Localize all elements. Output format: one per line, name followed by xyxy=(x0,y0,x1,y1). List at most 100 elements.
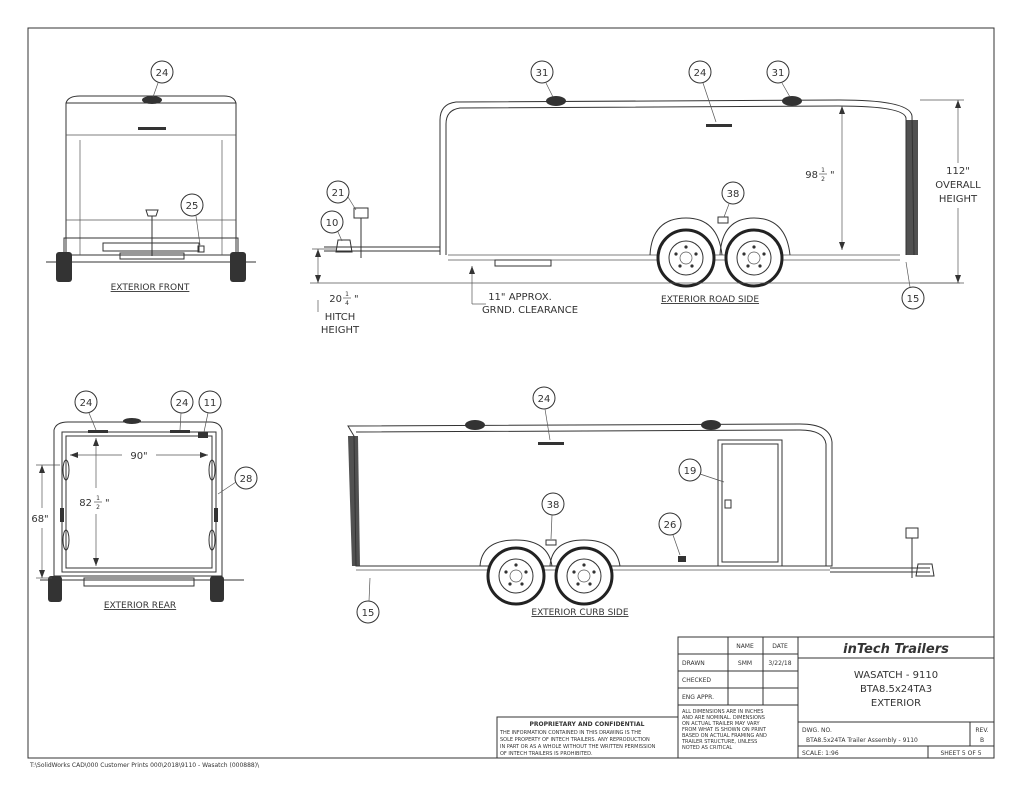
svg-text:31: 31 xyxy=(772,68,785,79)
callout-rear-11: 11 xyxy=(198,390,222,414)
company-name: inTech Trailers xyxy=(843,642,949,657)
svg-text:68": 68" xyxy=(31,514,48,525)
callout-road-31a: 31 xyxy=(530,60,554,84)
exterior-rear-view: EXTERIOR REAR xyxy=(40,418,244,611)
svg-text:28: 28 xyxy=(240,474,253,485)
svg-text:82: 82 xyxy=(79,498,92,509)
svg-text:19: 19 xyxy=(684,466,697,477)
svg-text:15: 15 xyxy=(907,294,920,305)
svg-text:ON ACTUAL TRAILER MAY VARY: ON ACTUAL TRAILER MAY VARY xyxy=(682,721,760,727)
callout-road-21: 21 xyxy=(326,180,350,204)
road-wheel-1 xyxy=(649,217,723,288)
svg-text:CHECKED: CHECKED xyxy=(682,677,711,684)
svg-text:15: 15 xyxy=(362,608,375,619)
svg-text:3/22/18: 3/22/18 xyxy=(768,660,791,667)
svg-text:PROPRIETARY AND CONFIDENTIAL: PROPRIETARY AND CONFIDENTIAL xyxy=(530,721,645,728)
file-path: T:\SolidWorks CAD\000 Customer Prints 00… xyxy=(29,762,260,769)
svg-text:GRND. CLEARANCE: GRND. CLEARANCE xyxy=(482,305,578,316)
svg-text:HEIGHT: HEIGHT xyxy=(939,194,978,205)
svg-text:21: 21 xyxy=(332,188,345,199)
svg-text:THE INFORMATION CONTAINED IN T: THE INFORMATION CONTAINED IN THIS DRAWIN… xyxy=(499,730,641,736)
svg-text:": " xyxy=(105,498,110,509)
svg-text:SCALE: 1:96: SCALE: 1:96 xyxy=(802,750,839,757)
callout-curb-15: 15 xyxy=(356,600,380,624)
exterior-curb-side-view: EXTERIOR CURB SIDE xyxy=(347,420,935,618)
drawing-title-1: WASATCH - 9110 xyxy=(854,670,938,681)
road-wheel-2 xyxy=(719,217,791,288)
svg-text:": " xyxy=(354,294,359,305)
callout-rear-28: 28 xyxy=(234,466,258,490)
svg-text:31: 31 xyxy=(536,68,549,79)
svg-text:10: 10 xyxy=(326,218,339,229)
dim-rear-width: 90" xyxy=(70,451,208,462)
svg-text:38: 38 xyxy=(727,189,740,200)
drawing-number: BTA8.5x24TA Trailer Assembly - 9110 xyxy=(806,737,918,744)
svg-text:25: 25 xyxy=(186,201,199,212)
svg-text:11: 11 xyxy=(204,398,217,409)
drawing-title-2: BTA8.5x24TA3 xyxy=(860,684,932,695)
callout-curb-38: 38 xyxy=(541,492,565,516)
svg-text:HEIGHT: HEIGHT xyxy=(321,325,360,336)
svg-text:ENG APPR.: ENG APPR. xyxy=(682,694,714,701)
callout-front-25: 25 xyxy=(180,193,204,217)
curb-wheel-1 xyxy=(479,539,553,606)
curb-wheel-2 xyxy=(549,539,621,606)
callout-road-31b: 31 xyxy=(766,60,790,84)
dim-road-height: 98 1 2 " xyxy=(805,106,845,250)
svg-text:SHEET 5 OF 5: SHEET 5 OF 5 xyxy=(940,750,981,757)
callout-rear-24a: 24 xyxy=(74,390,98,414)
callout-curb-19: 19 xyxy=(678,458,702,482)
svg-text:IN PART OR AS A WHOLE WITHOUT: IN PART OR AS A WHOLE WITHOUT THE WRITTE… xyxy=(500,744,656,750)
callout-road-38: 38 xyxy=(721,181,745,205)
svg-text:24: 24 xyxy=(80,398,93,409)
drawing-title-3: EXTERIOR xyxy=(871,698,921,709)
svg-text:B: B xyxy=(980,737,984,744)
view-label-rear: EXTERIOR REAR xyxy=(104,601,176,611)
callout-road-15: 15 xyxy=(901,286,925,310)
svg-text:DATE: DATE xyxy=(772,643,788,650)
svg-text:DRAWN: DRAWN xyxy=(682,660,705,667)
dim-overall-height: 112" OVERALL HEIGHT xyxy=(920,99,981,284)
svg-text:1: 1 xyxy=(821,167,825,174)
svg-text:4: 4 xyxy=(345,300,349,307)
svg-text:20: 20 xyxy=(329,294,342,305)
svg-text:1: 1 xyxy=(96,495,100,502)
callout-rear-24b: 24 xyxy=(170,390,194,414)
exterior-front-view: EXTERIOR FRONT xyxy=(46,95,256,293)
svg-text:38: 38 xyxy=(547,500,560,511)
svg-text:BASED ON ACTUAL FRAMING AND: BASED ON ACTUAL FRAMING AND xyxy=(682,733,767,739)
svg-text:2: 2 xyxy=(96,504,100,511)
exterior-road-side-view: EXTERIOR ROAD SIDE xyxy=(310,96,960,305)
svg-text:SMM: SMM xyxy=(738,660,752,667)
svg-text:AND ARE NOMINAL. DIMENSIONS: AND ARE NOMINAL. DIMENSIONS xyxy=(682,715,765,721)
svg-text:HITCH: HITCH xyxy=(325,312,356,323)
dim-ground-clearance: 11" APPROX. GRND. CLEARANCE xyxy=(469,266,578,316)
svg-text:24: 24 xyxy=(694,68,707,79)
svg-text:DWG. NO.: DWG. NO. xyxy=(802,727,832,734)
svg-text:NOTED AS CRITICAL: NOTED AS CRITICAL xyxy=(682,745,732,751)
svg-text:112": 112" xyxy=(946,166,970,177)
svg-text:ALL DIMENSIONS ARE IN INCHES: ALL DIMENSIONS ARE IN INCHES xyxy=(682,709,763,715)
svg-text:TRAILER STRUCTURE, UNLESS: TRAILER STRUCTURE, UNLESS xyxy=(681,739,757,745)
svg-text:2: 2 xyxy=(821,176,825,183)
svg-text:24: 24 xyxy=(538,394,551,405)
svg-text:11" APPROX.: 11" APPROX. xyxy=(488,292,552,303)
view-label-curb-side: EXTERIOR CURB SIDE xyxy=(531,608,628,618)
view-label-front: EXTERIOR FRONT xyxy=(111,283,190,293)
svg-text:90": 90" xyxy=(130,451,147,462)
svg-text:24: 24 xyxy=(176,398,189,409)
title-block: NAME DATE DRAWN CHECKED ENG APPR. SMM 3/… xyxy=(496,636,995,759)
svg-text:REV.: REV. xyxy=(975,727,988,734)
dim-rear-height: 82 1 2 " xyxy=(79,438,110,566)
svg-text:SOLE PROPERTY OF INTECH TRAILE: SOLE PROPERTY OF INTECH TRAILERS. ANY RE… xyxy=(500,737,650,743)
svg-text:OVERALL: OVERALL xyxy=(935,180,981,191)
svg-text:OF INTECH TRAILERS IS PROHIBI: OF INTECH TRAILERS IS PROHIBITED. xyxy=(500,751,593,757)
svg-text:24: 24 xyxy=(156,68,169,79)
svg-text:98: 98 xyxy=(805,170,818,181)
callout-front-24: 24 xyxy=(150,60,174,84)
callout-road-10: 10 xyxy=(320,210,344,234)
view-label-road-side: EXTERIOR ROAD SIDE xyxy=(661,295,759,305)
dim-hitch-height: 20 1 4 " HITCH HEIGHT xyxy=(312,248,360,336)
svg-text:NAME: NAME xyxy=(736,643,754,650)
